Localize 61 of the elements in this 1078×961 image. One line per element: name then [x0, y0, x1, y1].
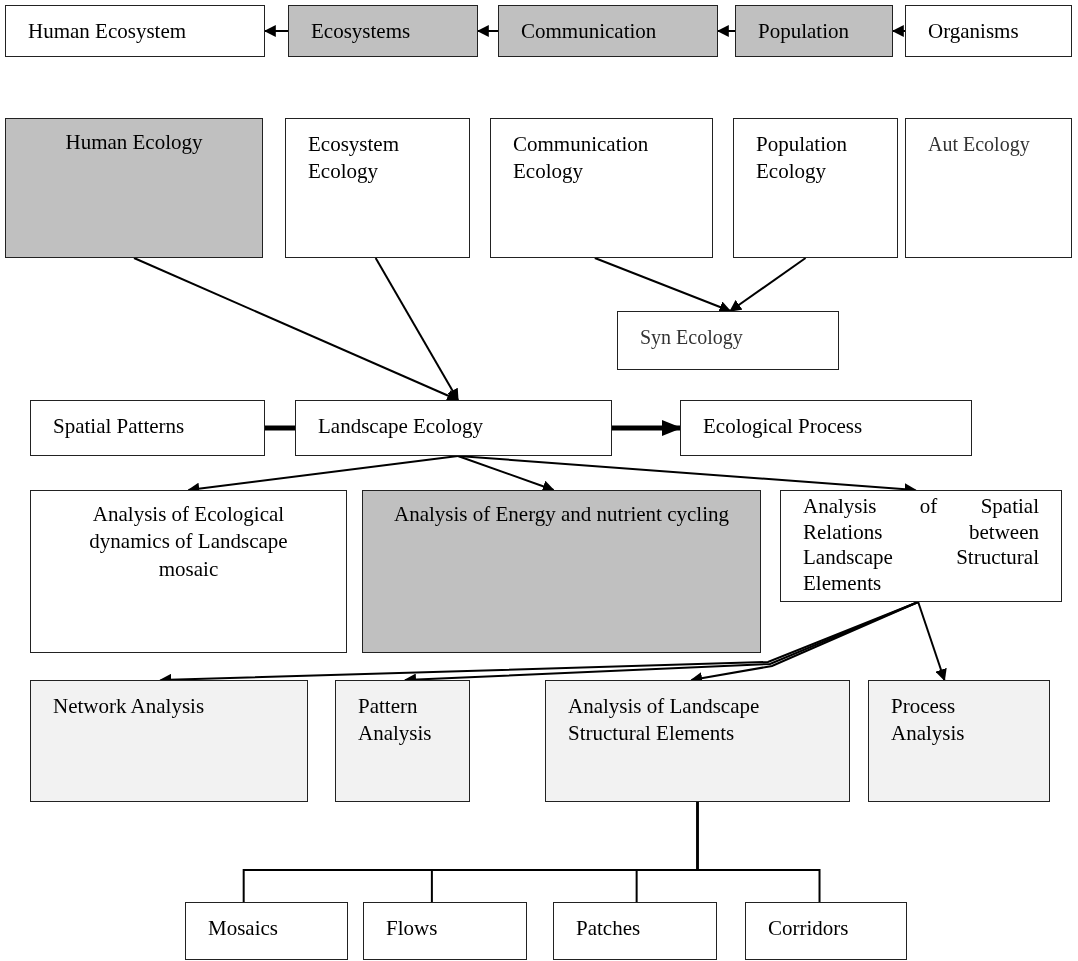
arrow: [891, 25, 906, 37]
concept-box: [545, 680, 850, 802]
arrow: [593, 257, 732, 313]
concept-box: [905, 5, 1072, 57]
box-label: Organisms: [928, 18, 1020, 45]
arrow: [716, 25, 736, 37]
box-label: Communication: [521, 18, 658, 45]
box-label: Mosaics: [208, 915, 279, 942]
box-label: Communication Ecology: [513, 131, 650, 186]
concept-box: [780, 490, 1062, 602]
box-label: Flows: [386, 915, 439, 942]
box-label: Pattern Analysis: [358, 693, 433, 748]
connector-line: [696, 801, 821, 903]
concept-box: [335, 680, 470, 802]
box-label: Aut Ecology: [928, 132, 1031, 157]
box-label: Corridors: [768, 915, 850, 942]
concept-box: [868, 680, 1050, 802]
box-label: Patches: [576, 915, 642, 942]
concept-box: [285, 118, 470, 258]
concept-box: [735, 5, 893, 57]
box-label: Analysis of Landscape Structural Elements: [568, 693, 761, 748]
box-label: Syn Ecology: [640, 325, 744, 350]
concept-box: [498, 5, 718, 57]
concept-box: [288, 5, 478, 57]
box-label: Ecosystem Ecology: [308, 131, 400, 186]
box-label: Analysis of Ecological dynamics of Landscape mosaic: [88, 501, 289, 583]
box-label: Population: [758, 18, 850, 45]
concept-box: [362, 490, 761, 653]
concept-box: [30, 680, 308, 802]
arrow: [374, 257, 459, 402]
arrow: [917, 601, 947, 682]
connector-line: [265, 425, 295, 431]
box-label: Analysis of Spatial Relations between Landscape Structural Elements: [803, 494, 1039, 597]
arrow: [263, 25, 289, 37]
concept-box: [680, 400, 972, 456]
concept-box: [295, 400, 612, 456]
concept-box: [733, 118, 898, 258]
concept-box: [617, 311, 839, 370]
concept-box: [490, 118, 713, 258]
concept-box: [363, 902, 527, 960]
concept-box: [30, 400, 265, 456]
box-label: Human Ecology: [64, 129, 204, 156]
box-label: Ecological Process: [703, 413, 864, 440]
concept-box: [185, 902, 348, 960]
concept-box: [553, 902, 717, 960]
box-label: Network Analysis: [53, 693, 206, 720]
box-label: Spatial Patterns: [53, 413, 186, 440]
box-label: Ecosystems: [311, 18, 412, 45]
box-label: Process Analysis: [891, 693, 966, 748]
box-label: Population Ecology: [756, 131, 848, 186]
arrow: [476, 25, 499, 37]
arrow: [729, 257, 807, 312]
box-label: Human Ecosystem: [28, 18, 188, 45]
box-label: Landscape Ecology: [318, 413, 485, 440]
concept-box: [5, 118, 263, 258]
concept-box: [745, 902, 907, 960]
box-label: Analysis of Energy and nutrient cycling: [393, 501, 730, 528]
concept-box: [5, 5, 265, 57]
concept-box: [905, 118, 1072, 258]
concept-box: [30, 490, 347, 653]
arrow: [612, 420, 682, 436]
